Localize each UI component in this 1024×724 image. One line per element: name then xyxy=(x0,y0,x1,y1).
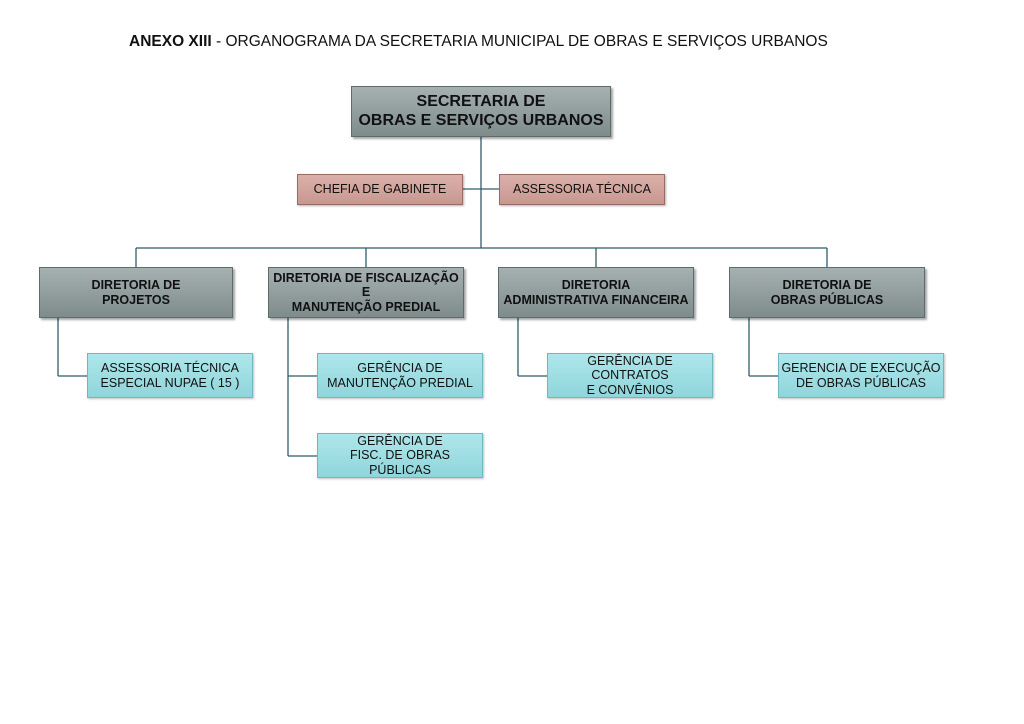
staff-assessoria-label: ASSESSORIA TÉCNICA xyxy=(512,182,651,197)
staff-node-chefia: CHEFIA DE GABINETE xyxy=(297,174,463,205)
title-prefix: ANEXO XIII xyxy=(129,33,212,50)
unit-4-line-1: GERÊNCIA DE CONTRATOS xyxy=(587,353,673,383)
unit-1-line-2: ESPECIAL NUPAE ( 15 ) xyxy=(100,375,240,390)
diretoria-2-line-2: MANUTENÇÃO PREDIAL xyxy=(291,299,441,314)
diretoria-4-line-2: OBRAS PÚBLICAS xyxy=(770,292,884,307)
diretoria-2-line-1: DIRETORIA DE FISCALIZAÇÃO E xyxy=(273,270,459,300)
diretoria-node-fiscalizacao: DIRETORIA DE FISCALIZAÇÃO E MANUTENÇÃO P… xyxy=(268,267,464,318)
diretoria-node-obras-publicas: DIRETORIA DE OBRAS PÚBLICAS xyxy=(729,267,925,318)
diretoria-node-projetos: DIRETORIA DE PROJETOS xyxy=(39,267,233,318)
staff-node-assessoria: ASSESSORIA TÉCNICA xyxy=(499,174,665,205)
unit-2-line-1: GERÊNCIA DE xyxy=(357,361,443,376)
unit-2-line-2: MANUTENÇÃO PREDIAL xyxy=(327,375,473,390)
diretoria-1-line-2: PROJETOS xyxy=(102,292,170,307)
unit-node-assessoria-nupae: ASSESSORIA TÉCNICA ESPECIAL NUPAE ( 15 ) xyxy=(87,353,253,398)
title-rest: - ORGANOGRAMA DA SECRETARIA MUNICIPAL DE… xyxy=(211,33,828,50)
unit-5-line-1: GERENCIA DE EXECUÇÃO xyxy=(781,361,941,376)
diretoria-3-line-1: DIRETORIA xyxy=(561,278,631,293)
diretoria-node-administrativa: DIRETORIA ADMINISTRATIVA FINANCEIRA xyxy=(498,267,694,318)
diretoria-4-line-1: DIRETORIA DE xyxy=(782,278,872,293)
unit-node-fisc-obras: GERÊNCIA DE FISC. DE OBRAS PÚBLICAS xyxy=(317,433,483,478)
unit-4-line-2: E CONVÊNIOS xyxy=(586,382,674,397)
unit-3-line-1: GERÊNCIA DE xyxy=(357,433,443,448)
root-line-2: OBRAS E SERVIÇOS URBANOS xyxy=(358,111,604,129)
root-node-secretaria: SECRETARIA DE OBRAS E SERVIÇOS URBANOS xyxy=(351,86,611,137)
diretoria-3-line-2: ADMINISTRATIVA FINANCEIRA xyxy=(503,292,689,307)
unit-node-contratos-convenios: GERÊNCIA DE CONTRATOS E CONVÊNIOS xyxy=(547,353,713,398)
root-line-1: SECRETARIA DE xyxy=(416,93,546,111)
diretoria-1-line-1: DIRETORIA DE xyxy=(91,278,181,293)
unit-5-line-2: DE OBRAS PÚBLICAS xyxy=(796,375,926,390)
staff-chefia-label: CHEFIA DE GABINETE xyxy=(313,182,447,197)
unit-1-line-1: ASSESSORIA TÉCNICA xyxy=(100,361,239,376)
unit-node-execucao-obras: GERENCIA DE EXECUÇÃO DE OBRAS PÚBLICAS xyxy=(778,353,944,398)
unit-node-manutencao-predial: GERÊNCIA DE MANUTENÇÃO PREDIAL xyxy=(317,353,483,398)
unit-3-line-2: FISC. DE OBRAS PÚBLICAS xyxy=(349,448,451,477)
